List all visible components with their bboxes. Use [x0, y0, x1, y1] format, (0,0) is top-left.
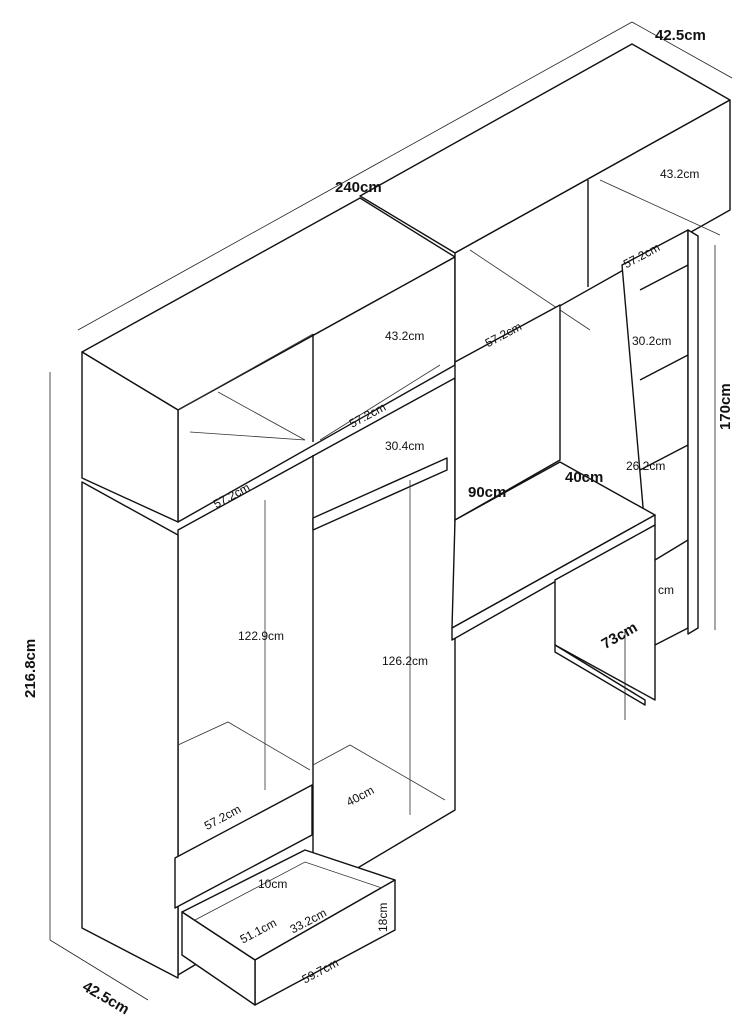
upper-inner-back [217, 391, 306, 441]
desk-back [454, 304, 561, 521]
upper-inner-line2 [319, 364, 441, 441]
label-top-shelf-h2: 43.2cm [660, 167, 699, 181]
drawer-inner [194, 861, 383, 921]
tower-shelf-3 [639, 444, 689, 471]
left-lower-side [81, 481, 179, 979]
right-upper-front [454, 99, 731, 366]
right-inner-bottom [312, 744, 446, 801]
label-desk-width: 90cm [468, 484, 506, 501]
label-total-height: 216.8cm [22, 639, 39, 698]
label-cabinet-shelf-h: 30.4cm [385, 439, 424, 453]
label-side-shelf-h: 30.2cm [632, 334, 671, 348]
dim-line-240 [77, 21, 633, 331]
tower-shelf-2 [639, 354, 689, 381]
upper-inner-line [189, 431, 306, 441]
label-left-hang: 122.9cm [238, 629, 284, 643]
right-upper-inner2 [599, 179, 721, 236]
label-side-shelf-w: 26.2cm [626, 459, 665, 473]
label-top-shelf-h1: 43.2cm [385, 329, 424, 343]
right-comp-shelf [312, 457, 448, 531]
label-desk-depth: 40cm [565, 469, 603, 486]
side-tower-side [687, 229, 699, 635]
left-upper-side [81, 351, 179, 523]
top-drawer [174, 784, 313, 909]
label-right-hang: 126.2cm [382, 654, 428, 668]
label-total-width: 240cm [335, 179, 382, 196]
desk-leg-front [554, 644, 646, 706]
label-side-height: 170cm [717, 383, 734, 430]
left-inner-bottom [177, 721, 311, 771]
label-depth-bottom: 42.5cm [80, 978, 133, 1018]
label-drawer-h: 18cm [376, 903, 390, 932]
label-side-small: cm [658, 583, 674, 597]
label-depth-top: 42.5cm [655, 27, 706, 44]
dim-line-depth-top [631, 21, 733, 79]
tower-shelf-4 [654, 539, 689, 561]
upper-inner-top [177, 333, 314, 411]
dim-line-depth-bottom [49, 939, 149, 1001]
open-drawer-left [181, 911, 256, 1006]
label-drawer-depth-inner: 10cm [258, 877, 287, 891]
desk-leg [554, 524, 656, 701]
tower-shelf-1 [639, 264, 689, 291]
right-upper-inner [469, 249, 591, 331]
